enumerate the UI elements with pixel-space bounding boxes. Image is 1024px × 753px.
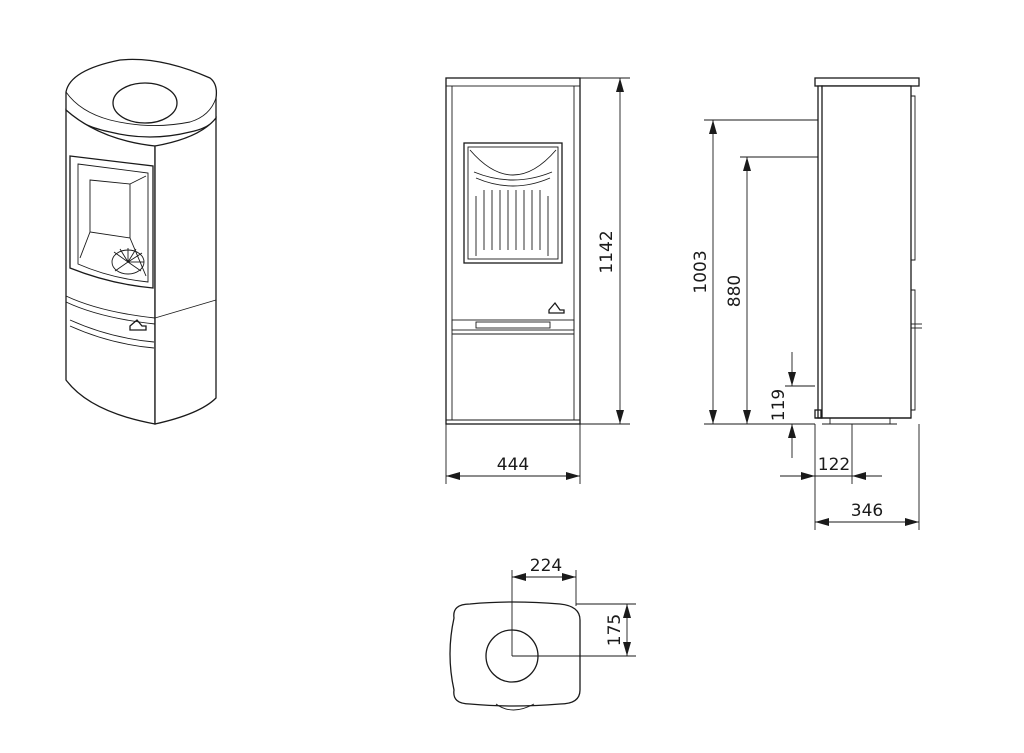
dimension-flue-y: 175 — [605, 604, 631, 656]
dimension-outlet-top: 880 — [725, 156, 818, 424]
dimension-outlet-rear: 1003 — [691, 119, 818, 425]
dimension-front-width: 444 — [445, 424, 581, 484]
front-view — [445, 77, 581, 425]
dim-label-1142: 1142 — [597, 230, 617, 273]
dimension-air-inlet-height: 119 — [769, 352, 815, 458]
side-view — [814, 77, 922, 425]
dim-label-346: 346 — [851, 501, 883, 521]
top-view — [449, 570, 636, 711]
dim-label-175: 175 — [605, 614, 625, 646]
dimension-air-inlet-depth: 122 — [780, 424, 882, 530]
dim-label-880: 880 — [725, 275, 745, 307]
dimension-side-depth: 346 — [815, 424, 920, 530]
dimension-flue-x: 224 — [512, 556, 576, 581]
dim-label-122: 122 — [818, 455, 850, 475]
dim-label-119: 119 — [769, 389, 789, 421]
dim-label-1003: 1003 — [691, 250, 711, 293]
dim-label-224: 224 — [530, 556, 562, 576]
dimension-total-height: 1142 — [580, 77, 630, 425]
dim-label-444: 444 — [497, 455, 529, 475]
isometric-view — [65, 58, 218, 425]
